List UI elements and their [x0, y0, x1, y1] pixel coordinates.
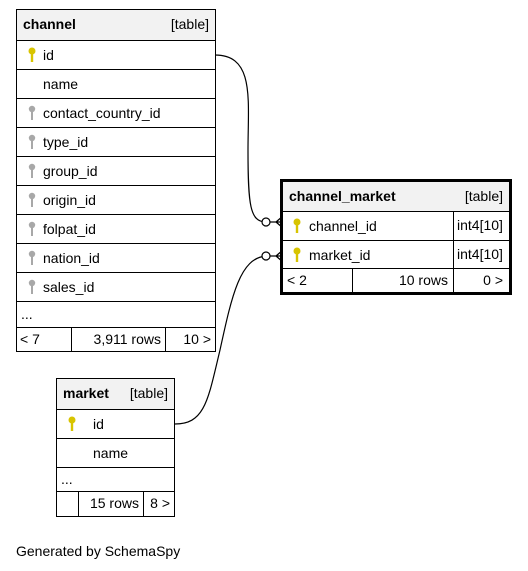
- column-row: type_id: [17, 127, 215, 157]
- table-channel[interactable]: channel [table] id name contact_country_…: [16, 9, 216, 352]
- column-row: nation_id: [17, 243, 215, 273]
- column-type: int4[10]: [457, 246, 503, 262]
- primary-key-icon: [293, 218, 301, 233]
- link-market-to-channel-market: [174, 255, 267, 425]
- column-name: origin_id: [43, 192, 96, 208]
- primary-key-icon: [28, 47, 36, 62]
- column-name: sales_id: [43, 279, 95, 295]
- row-count: 3,911 rows: [93, 331, 161, 347]
- table-name: market: [63, 385, 109, 401]
- table-kind: [table]: [170, 16, 209, 32]
- more-columns-row: ...: [57, 467, 174, 492]
- table-header: market [table]: [57, 379, 174, 409]
- table-kind: [table]: [464, 188, 503, 204]
- row-count: 10 rows: [398, 272, 448, 288]
- column-name: id: [93, 416, 104, 432]
- children-link[interactable]: 8 >: [150, 495, 170, 511]
- foreign-key-icon: [28, 192, 36, 207]
- column-name: id: [43, 47, 54, 63]
- primary-key-icon: [68, 416, 76, 431]
- column-row: folpat_id: [17, 214, 215, 244]
- column-row: channel_id int4[10]: [283, 211, 509, 241]
- table-channel-market[interactable]: channel_market [table] channel_id int4[1…: [280, 179, 512, 295]
- row-count: 15 rows: [89, 495, 139, 511]
- parents-link[interactable]: < 7: [20, 331, 40, 347]
- column-name: name: [93, 445, 129, 461]
- foreign-key-icon: [28, 221, 36, 236]
- parents-link[interactable]: < 2: [287, 272, 307, 288]
- column-row: id: [17, 40, 215, 70]
- table-stats-row: < 2 10 rows 0 >: [283, 268, 509, 292]
- ellipsis: ...: [61, 471, 73, 487]
- column-name: type_id: [43, 134, 89, 150]
- table-stats-row: 15 rows 8 >: [57, 491, 174, 516]
- children-link[interactable]: 10 >: [183, 331, 211, 347]
- foreign-key-icon: [28, 105, 36, 120]
- foreign-key-icon: [28, 279, 36, 294]
- column-row: contact_country_id: [17, 98, 215, 128]
- column-row: name: [17, 69, 215, 99]
- primary-key-icon: [293, 247, 301, 262]
- foreign-key-icon: [28, 250, 36, 265]
- table-name: channel_market: [289, 188, 396, 204]
- link-channel-to-channel-market: [214, 54, 267, 223]
- table-stats-row: < 7 3,911 rows 10 >: [17, 327, 215, 351]
- more-columns-row: ...: [17, 301, 215, 328]
- table-header: channel [table]: [17, 10, 215, 40]
- foreign-key-icon: [28, 163, 36, 178]
- children-link[interactable]: 0 >: [483, 272, 503, 288]
- link-end-circle: [261, 217, 271, 227]
- column-row: name: [57, 438, 174, 468]
- table-name: channel: [23, 16, 76, 32]
- column-row: origin_id: [17, 185, 215, 215]
- column-name: contact_country_id: [43, 105, 161, 121]
- table-kind: [table]: [129, 385, 168, 401]
- column-name: name: [43, 76, 79, 92]
- link-end-circle: [261, 251, 271, 261]
- column-name: folpat_id: [43, 221, 96, 237]
- column-name: nation_id: [43, 250, 100, 266]
- foreign-key-icon: [28, 134, 36, 149]
- column-name: channel_id: [309, 218, 377, 234]
- column-row: group_id: [17, 156, 215, 186]
- column-row: market_id int4[10]: [283, 240, 509, 269]
- column-row: sales_id: [17, 272, 215, 302]
- ellipsis: ...: [21, 306, 33, 322]
- table-header: channel_market [table]: [283, 182, 509, 212]
- column-name: group_id: [43, 163, 98, 179]
- column-row: id: [57, 409, 174, 439]
- column-name: market_id: [309, 247, 371, 263]
- generated-by-footer: Generated by SchemaSpy: [16, 543, 181, 559]
- table-market[interactable]: market [table] id name ... 15 rows 8 >: [56, 378, 175, 517]
- column-type: int4[10]: [457, 217, 503, 233]
